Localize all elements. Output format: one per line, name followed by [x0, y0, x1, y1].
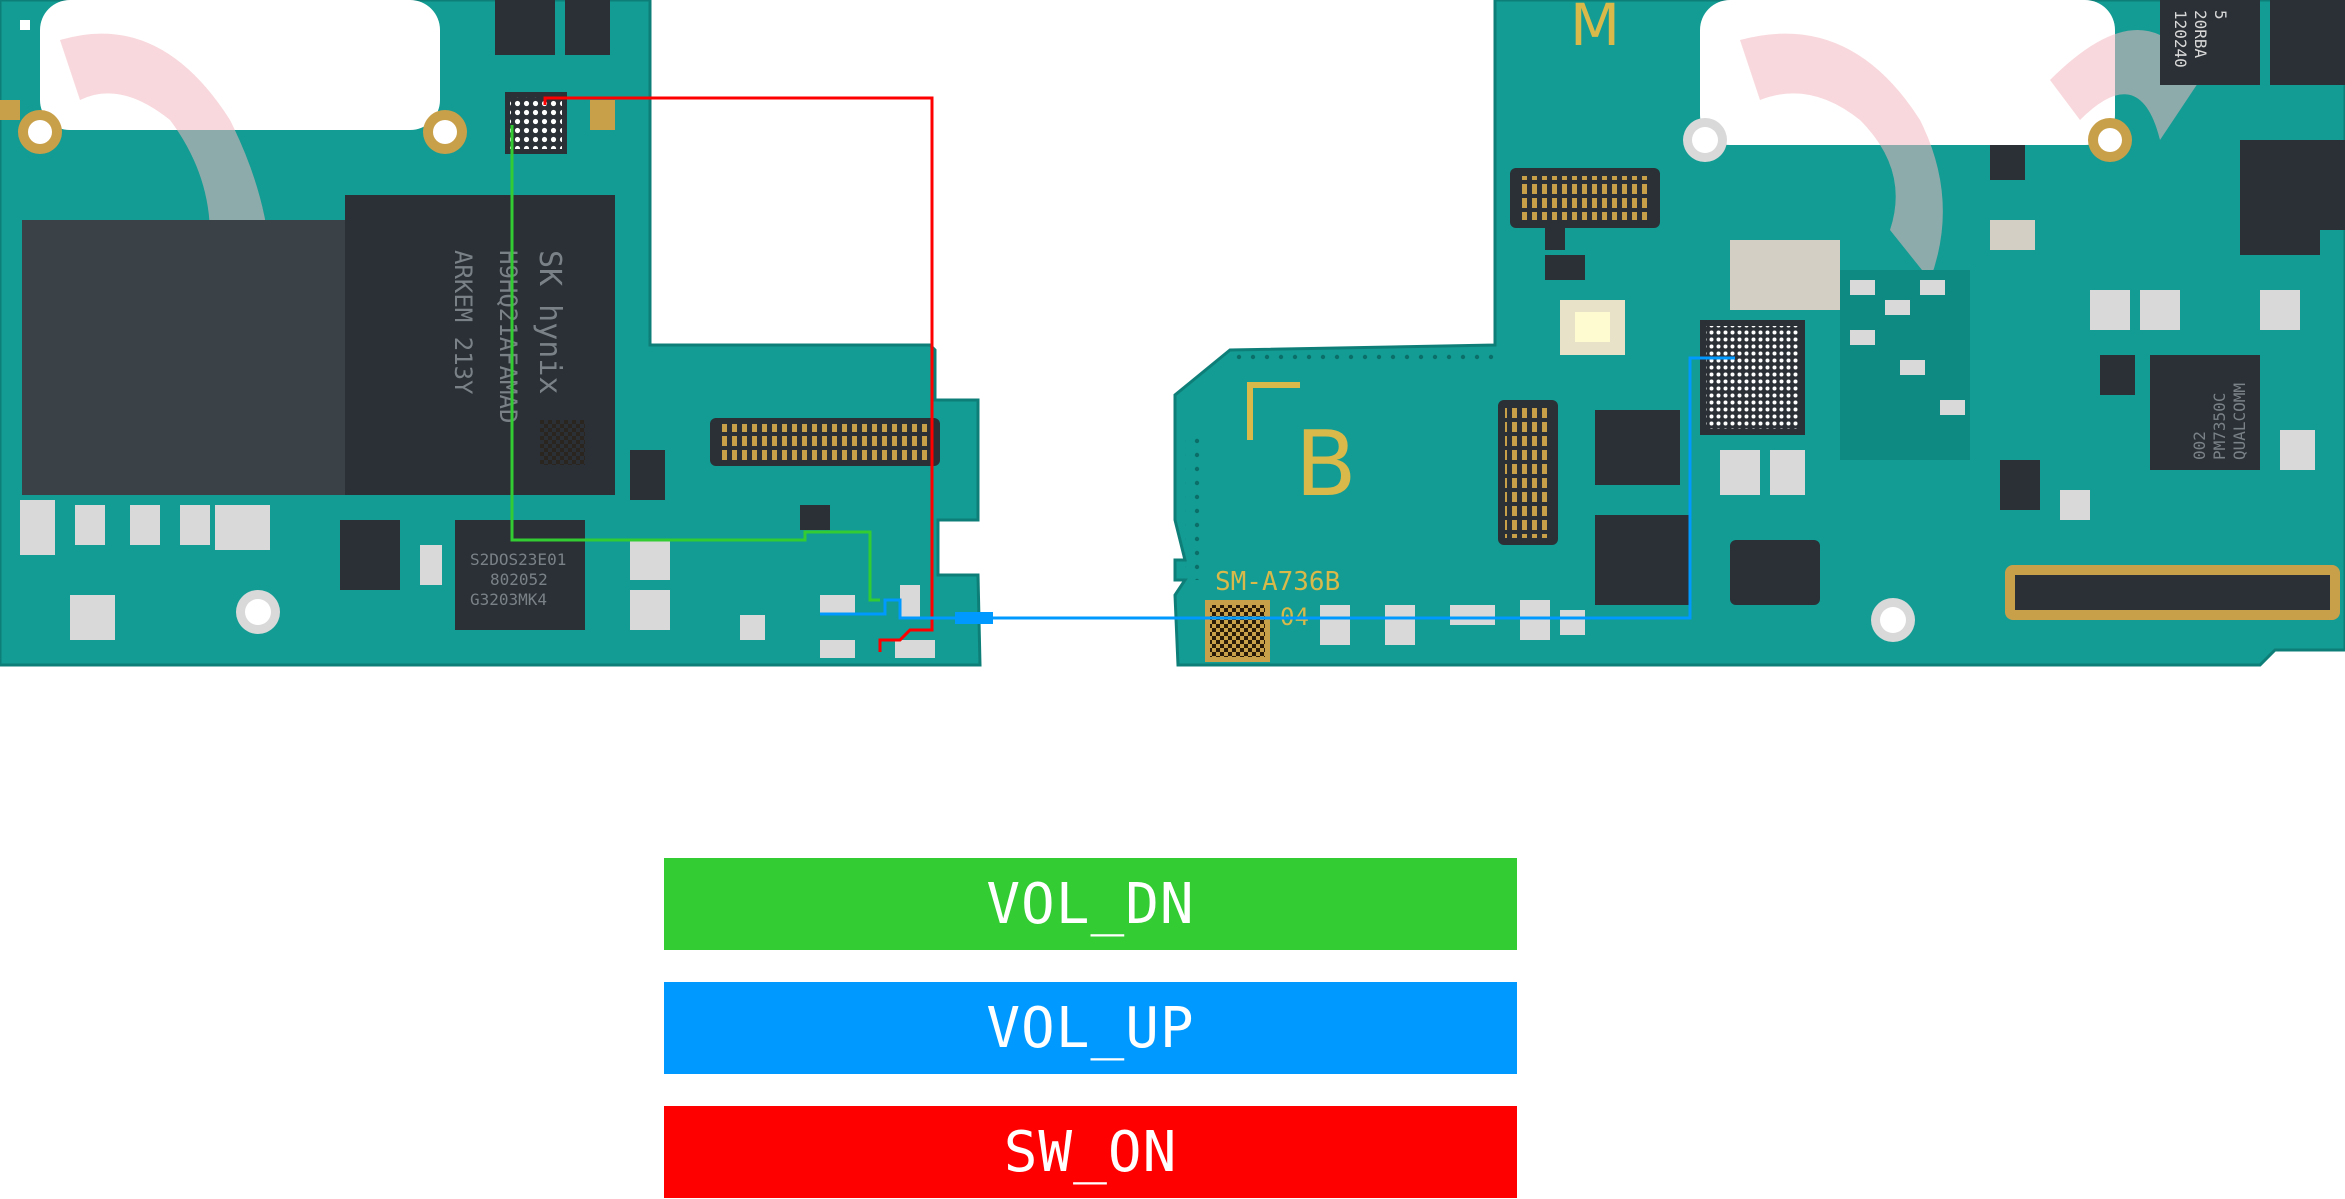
- trace-sw-on: [543, 96, 934, 652]
- legend-sw-on: SW_ON: [664, 1106, 1517, 1198]
- trace-vol-up: [820, 356, 1735, 620]
- right-chip-line2: PM7350C: [2210, 393, 2229, 460]
- legend-vol-up: VOL_UP: [664, 982, 1517, 1074]
- pm-chip-right: [2150, 355, 2260, 470]
- signal-traces: [510, 96, 1735, 652]
- memory-chip-line3: ARKEM 213Y: [449, 250, 477, 395]
- pmic-chip: [455, 520, 585, 630]
- top-chip-line3: 120240: [2171, 10, 2190, 68]
- trace-vol-dn: [510, 125, 880, 602]
- silkscreen-model: SM-A736B: [1215, 567, 1340, 597]
- pmic-chip-line1: S2DOS23E01: [470, 550, 566, 569]
- memory-chip-line2: H9HQ21AFAMAD: [494, 250, 522, 423]
- legend-vol-dn: VOL_DN: [664, 858, 1517, 950]
- right-board: M B SM-A736B 04: [1173, 0, 2345, 667]
- silkscreen-letter-m: M: [1570, 0, 1620, 59]
- emmc-shield: [22, 220, 347, 495]
- memory-chip-line1: SK hynix: [532, 250, 567, 395]
- silkscreen-letter-b: B: [1295, 412, 1357, 517]
- top-chip-line2: 20RBA: [2191, 10, 2210, 59]
- left-board: SK hynix H9HQ21AFAMAD ARKEM 213Y S2DOS23…: [0, 0, 982, 667]
- right-chip-line1: QUALCOMM: [2230, 383, 2249, 460]
- pmic-chip-line3: G3203MK4: [470, 590, 547, 609]
- top-chip-line1: 5: [2211, 10, 2230, 20]
- watermark-right: [1740, 33, 1943, 280]
- right-chip-line3: 002: [2190, 431, 2209, 460]
- pmic-chip-line2: 802052: [490, 570, 548, 589]
- top-chip-right: [2160, 0, 2260, 85]
